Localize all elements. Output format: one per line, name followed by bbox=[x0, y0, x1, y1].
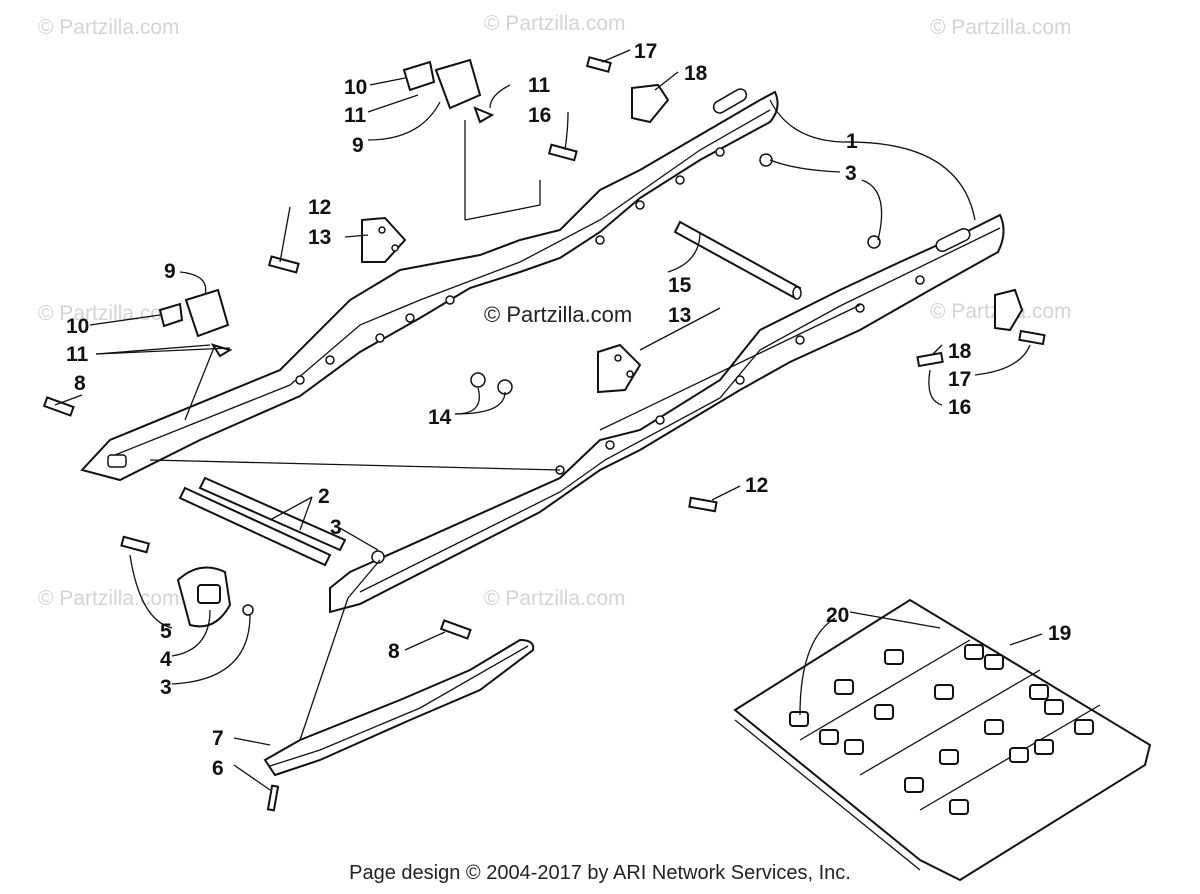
callout-2: 2 bbox=[318, 485, 330, 508]
cross-shafts bbox=[149, 220, 861, 567]
wear-strip bbox=[263, 638, 535, 777]
callout-10: 10 bbox=[66, 315, 89, 338]
footer-copyright: Page design © 2004-2017 by ARI Network S… bbox=[349, 862, 851, 884]
slide-rail-rear bbox=[329, 213, 1005, 614]
callout-19: 19 bbox=[1048, 622, 1071, 645]
callout-5: 5 bbox=[160, 620, 172, 643]
callout-12: 12 bbox=[308, 196, 331, 219]
watermark: © Partzilla.com bbox=[38, 16, 180, 39]
callout-12: 12 bbox=[745, 474, 768, 497]
rail-holes bbox=[295, 147, 925, 475]
callout-9: 9 bbox=[164, 260, 176, 283]
leader-lines bbox=[54, 49, 1043, 791]
callout-1: 1 bbox=[846, 130, 858, 153]
callout-3: 3 bbox=[330, 516, 342, 539]
center-watermark-caption: © Partzilla.com bbox=[484, 302, 632, 327]
callout-4: 4 bbox=[160, 648, 172, 671]
callout-18: 18 bbox=[948, 340, 972, 363]
callout-14: 14 bbox=[428, 406, 452, 429]
callout-16: 16 bbox=[948, 396, 971, 419]
track-clips bbox=[789, 644, 1094, 815]
bracket-item-9-upper bbox=[402, 58, 495, 124]
callout-17: 17 bbox=[634, 40, 657, 63]
watermark: © Partzilla.com bbox=[484, 587, 626, 610]
callout-11: 11 bbox=[344, 104, 367, 127]
callout-16: 16 bbox=[528, 104, 551, 127]
callout-20: 20 bbox=[826, 604, 849, 627]
track-assembly bbox=[733, 598, 1152, 882]
watermark: © Partzilla.com bbox=[930, 16, 1072, 39]
callout-13: 13 bbox=[308, 226, 331, 249]
watermark: © Partzilla.com bbox=[38, 302, 180, 325]
callout-7: 7 bbox=[212, 727, 224, 750]
callout-11: 11 bbox=[66, 343, 89, 366]
callout-6: 6 bbox=[212, 757, 224, 780]
bracket-item-9-lower bbox=[158, 288, 233, 358]
callout-8: 8 bbox=[74, 372, 86, 395]
callout-8: 8 bbox=[388, 640, 400, 663]
callout-3: 3 bbox=[845, 162, 857, 185]
callout-11: 11 bbox=[528, 74, 551, 97]
watermark: © Partzilla.com bbox=[38, 587, 180, 610]
callout-13: 13 bbox=[668, 304, 691, 327]
callout-17: 17 bbox=[948, 368, 971, 391]
callout-3: 3 bbox=[160, 676, 172, 699]
callout-18: 18 bbox=[684, 62, 708, 85]
watermark: © Partzilla.com bbox=[484, 12, 626, 35]
callout-15: 15 bbox=[668, 274, 692, 297]
callout-numbers: 1 2 3 3 3 4 5 6 7 8 8 9 9 10 10 11 11 11… bbox=[66, 40, 1071, 780]
bumper-block bbox=[176, 566, 232, 628]
hardware bbox=[42, 56, 1046, 812]
callout-10: 10 bbox=[344, 76, 367, 99]
callout-9: 9 bbox=[352, 134, 364, 157]
